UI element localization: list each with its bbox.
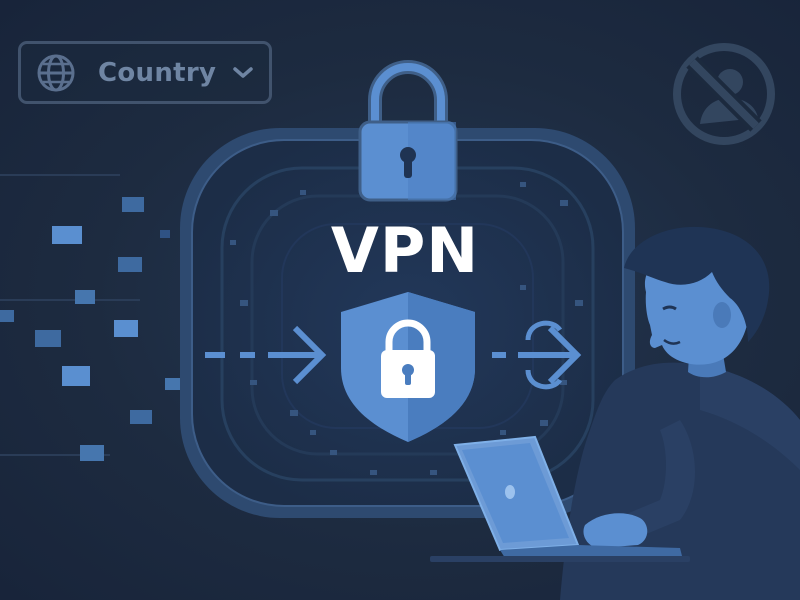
shield-lock-icon [341,292,475,442]
globe-icon [37,54,75,91]
arrow-in-icon [205,325,327,385]
user-illustration [560,226,800,600]
arrow-out-icon [492,320,582,390]
country-selector-label: Country [98,57,217,88]
laptop-icon [430,435,690,562]
country-selector-dropdown[interactable]: Country [18,41,272,104]
speed-lines [0,174,140,456]
chevron-down-icon [233,66,253,78]
padlock-icon [358,60,458,202]
no-user-icon [673,43,775,145]
vpn-title: VPN [330,214,480,287]
data-packets [0,197,220,461]
